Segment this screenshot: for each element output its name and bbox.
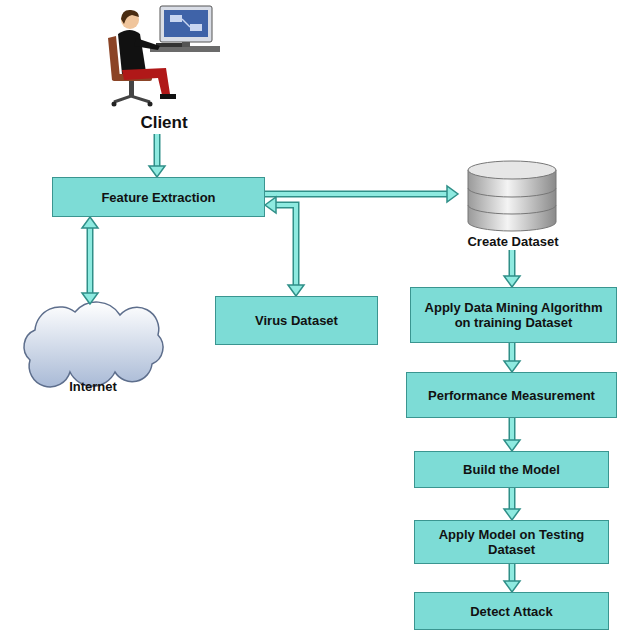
- arrow-head: [504, 361, 520, 372]
- cylinder-top: [468, 161, 556, 179]
- arrow-outline: [87, 227, 94, 294]
- arrow-outline: [509, 343, 516, 362]
- arrow-shaft: [510, 343, 514, 362]
- box-label: Apply Model on Testing Dataset: [423, 527, 600, 557]
- flow-arrow: [504, 343, 520, 372]
- arrow-outline: [265, 191, 448, 198]
- cloud-shape: [24, 302, 163, 387]
- arrow-outline: [509, 488, 516, 510]
- icon-label: Internet: [69, 379, 117, 394]
- arrow-head: [82, 217, 98, 228]
- person-legs: [122, 68, 170, 95]
- arrow-shaft: [88, 227, 92, 294]
- process-box: Apply Data Mining Algorithm on training …: [410, 287, 617, 343]
- box-label: Apply Data Mining Algorithm on training …: [419, 300, 608, 330]
- chair-back: [108, 36, 120, 80]
- arrow-shaft: [510, 418, 514, 441]
- client-node: Client: [108, 2, 220, 134]
- person-hair: [121, 10, 139, 24]
- chair-base: [114, 96, 150, 102]
- arrow-shaft: [155, 134, 159, 167]
- screen-icon: [170, 15, 182, 22]
- flow-arrow: [504, 488, 520, 520]
- box-label: Detect Attack: [470, 604, 553, 619]
- flow-arrow: [265, 186, 458, 202]
- screen-line: [182, 19, 190, 27]
- database-illustration: [468, 161, 556, 231]
- monitor-screen: [164, 10, 208, 37]
- person-arm: [134, 38, 160, 50]
- cylinder-band: [468, 188, 556, 197]
- process-box: Virus Dataset: [215, 296, 378, 345]
- arrow-head: [265, 197, 276, 213]
- arrow-outline: [509, 250, 516, 277]
- icon-label: Create Dataset: [467, 234, 558, 249]
- process-box: Apply Model on Testing Dataset: [414, 520, 609, 564]
- screen-icon: [190, 24, 202, 31]
- monitor-stand: [182, 42, 190, 47]
- arrow-outline: [154, 134, 161, 167]
- arrow-shaft: [265, 192, 448, 196]
- arrow-shaft: [510, 564, 514, 582]
- flow-arrow: [504, 564, 520, 592]
- box-label: Virus Dataset: [255, 313, 338, 328]
- cylinder-band: [468, 205, 556, 214]
- arrow-head: [504, 276, 520, 287]
- keyboard: [156, 43, 182, 47]
- person-shoe: [160, 94, 176, 99]
- chair-wheel: [112, 102, 117, 107]
- flow-arrow: [504, 418, 520, 451]
- flow-arrow: [265, 197, 304, 296]
- arrow-head: [504, 509, 520, 520]
- arrow-shaft: [275, 205, 296, 286]
- arrow-head: [504, 440, 520, 451]
- database-node: Create Dataset: [458, 160, 568, 250]
- box-label: Performance Measurement: [428, 388, 595, 403]
- chair-wheel: [148, 102, 153, 107]
- client-illustration: [108, 6, 220, 107]
- process-box: Build the Model: [414, 451, 609, 488]
- monitor: [160, 6, 212, 42]
- flow-arrow: [504, 250, 520, 287]
- arrow-head: [149, 166, 165, 177]
- person-torso: [118, 30, 146, 74]
- process-box: Feature Extraction: [52, 177, 265, 217]
- arrow-outline: [275, 205, 296, 286]
- arrow-head: [504, 581, 520, 592]
- arrow-outline: [509, 418, 516, 441]
- arrow-head: [82, 293, 98, 304]
- process-box: Performance Measurement: [406, 372, 617, 418]
- box-label: Build the Model: [463, 462, 560, 477]
- arrow-shaft: [510, 250, 514, 277]
- cloud-node: Internet: [8, 304, 178, 395]
- icon-label: Client: [140, 113, 187, 133]
- arrow-head: [447, 186, 458, 202]
- flow-arrow: [82, 217, 98, 304]
- flow-arrow: [149, 134, 165, 177]
- arrow-outline: [509, 564, 516, 582]
- process-box: Detect Attack: [414, 592, 609, 630]
- arrow-shaft: [510, 488, 514, 510]
- arrow-head: [288, 285, 304, 296]
- box-label: Feature Extraction: [101, 190, 215, 205]
